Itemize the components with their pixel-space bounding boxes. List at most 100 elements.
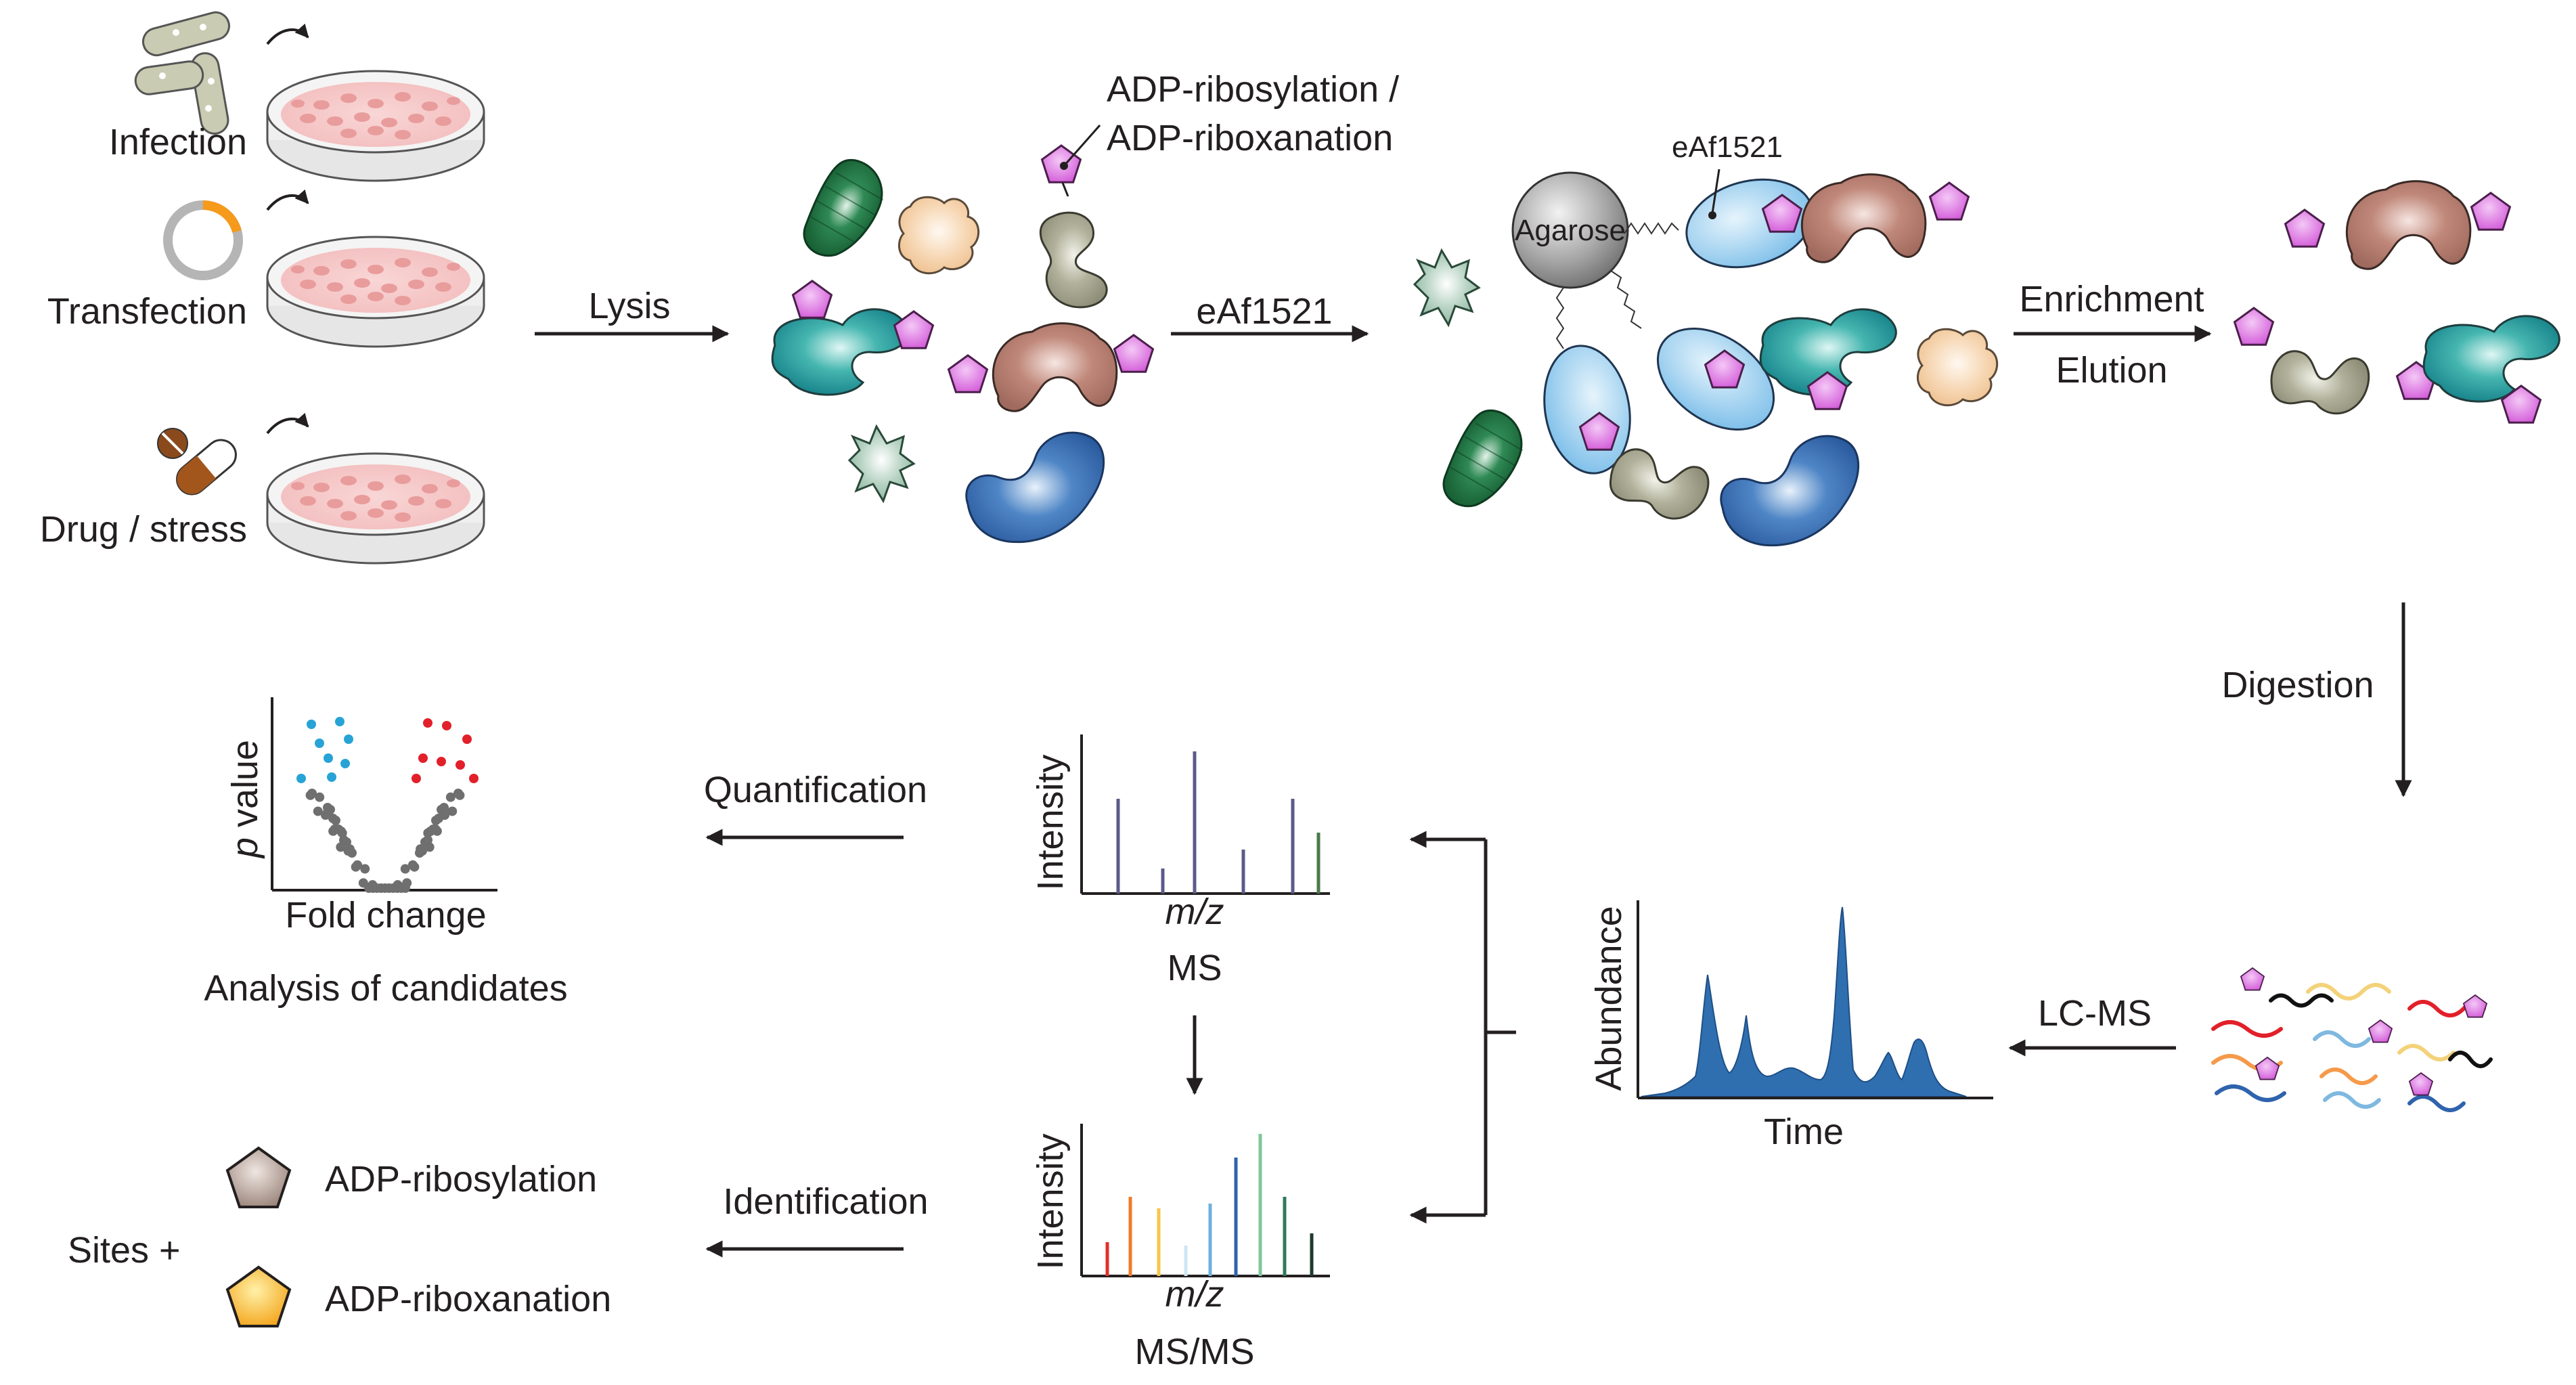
volcano-point — [462, 734, 472, 744]
bracket-connector — [1409, 831, 1516, 1224]
infection-label: Infection — [109, 122, 247, 162]
petri-dish — [266, 452, 485, 565]
volcano-ylabel: p value — [225, 740, 265, 859]
volcano-point — [334, 825, 343, 834]
volcano-point — [445, 792, 456, 802]
msms-intensity-label: Intensity — [1030, 1133, 1071, 1269]
pentagon-mark — [2462, 994, 2487, 1018]
ribosylation-pentagon-icon — [225, 1146, 292, 1208]
eaf1521-step: eAf1521 — [1171, 291, 1369, 343]
volcano-point — [442, 721, 451, 730]
protein-teal — [771, 308, 909, 396]
enrichment-elution-step: Enrichment Elution — [2014, 279, 2212, 391]
volcano-point — [324, 753, 333, 763]
volcano-point — [469, 774, 479, 783]
curved-arrow-icon — [266, 189, 309, 211]
volcano-point — [407, 860, 418, 870]
pentagon-mark — [2255, 1057, 2280, 1080]
lysis-label: Lysis — [588, 286, 670, 326]
peptides — [2211, 983, 2493, 1112]
protein-peach — [1916, 328, 1999, 407]
volcano-point — [307, 720, 316, 729]
protein-dark-green — [791, 150, 897, 271]
volcano-point — [313, 806, 323, 816]
infection-source: Infection — [109, 11, 485, 182]
eaf1521-domain — [1675, 165, 1824, 282]
eluted-proteins — [2234, 180, 2560, 428]
volcano-point — [447, 806, 458, 816]
chromatogram: Abundance Time — [1589, 900, 1993, 1152]
protein-rose — [2345, 180, 2472, 270]
digestion-label: Digestion — [2221, 665, 2374, 705]
volcano-point — [400, 864, 410, 874]
curved-arrow-icon — [266, 23, 309, 45]
volcano-point — [437, 757, 446, 766]
volcano-point — [339, 835, 349, 845]
msms-spectrum: Intensity m/z MS/MS — [1030, 1124, 1330, 1372]
volcano-point — [423, 718, 432, 728]
protein-teal — [2422, 315, 2560, 403]
pentagon-mark — [792, 280, 832, 319]
pentagon-mark — [1929, 181, 1970, 221]
volcano-xlabel: Fold change — [285, 895, 486, 936]
sites-plus-label: Sites + — [68, 1230, 181, 1271]
volcano-point — [453, 789, 463, 798]
eaf1521-callout-label: eAf1521 — [1672, 131, 1783, 164]
volcano-point — [428, 825, 438, 834]
chromatogram-trace — [1641, 906, 1967, 1097]
volcano-point — [315, 792, 325, 802]
enrichment-scene: Agarose eAf1521 — [1413, 131, 1999, 547]
petri-dish — [266, 70, 485, 182]
identification-label: Identification — [723, 1181, 928, 1222]
volcano-point — [423, 835, 432, 845]
curved-arrow-icon — [266, 412, 309, 435]
pentagon-mark — [2234, 307, 2274, 346]
pill-icon — [157, 428, 237, 496]
enrichment-label: Enrichment — [2019, 279, 2204, 320]
protein-peach — [897, 196, 980, 275]
pentagon-mark — [2368, 1019, 2393, 1043]
pentagon-mark — [2408, 1072, 2433, 1096]
riboxanation-pentagon-icon — [225, 1265, 292, 1327]
volcano-point — [360, 864, 370, 874]
volcano-point — [327, 772, 336, 782]
lcms-step: LC-MS — [2008, 993, 2176, 1057]
protein-blue — [965, 431, 1105, 544]
volcano-point — [340, 759, 350, 768]
identification-step: Identification — [705, 1181, 929, 1258]
volcano-point — [353, 860, 363, 870]
lysis-step: Lysis — [535, 286, 730, 343]
quantification-label: Quantification — [704, 770, 927, 810]
ms-title: MS — [1168, 948, 1222, 988]
pentagon-mark — [2470, 192, 2511, 231]
protein-rose — [992, 322, 1118, 412]
quantification-step: Quantification — [704, 770, 927, 846]
volcano-point — [456, 760, 465, 770]
legend-ribosylation-label: ADP-ribosylation — [325, 1159, 597, 1200]
legend-riboxanation-label: ADP-riboxanation — [325, 1279, 611, 1319]
volcano-point — [296, 774, 306, 783]
adp-mod-label-2: ADP-riboxanation — [1107, 118, 1393, 158]
pentagon-mark — [1113, 334, 1154, 373]
elution-label: Elution — [2056, 350, 2167, 391]
sites-legend: Sites + ADP-ribosylation ADP-riboxanatio… — [68, 1146, 611, 1327]
pentagon-mark — [2240, 967, 2265, 991]
pentagon-mark — [2284, 208, 2325, 248]
ms-spectrum: Intensity m/z MS — [1030, 734, 1330, 988]
msms-title: MS/MS — [1134, 1332, 1254, 1372]
volcano-point — [401, 883, 410, 893]
protein-rose — [1800, 173, 1927, 263]
adp-mod-label-1: ADP-ribosylation / — [1107, 69, 1399, 110]
volcano-point — [315, 739, 324, 748]
protein-mint — [848, 425, 915, 502]
petri-dish — [266, 236, 485, 348]
pentagon-mark — [948, 354, 988, 393]
volcano-point — [412, 774, 421, 783]
volcano-points — [296, 717, 479, 893]
time-label: Time — [1764, 1112, 1844, 1152]
agarose-bead — [1511, 171, 1629, 289]
lysate-proteins: ADP-ribosylation / ADP-riboxanation — [771, 69, 1399, 544]
protein-sage — [1039, 211, 1108, 309]
ms-intensity-label: Intensity — [1030, 754, 1071, 890]
